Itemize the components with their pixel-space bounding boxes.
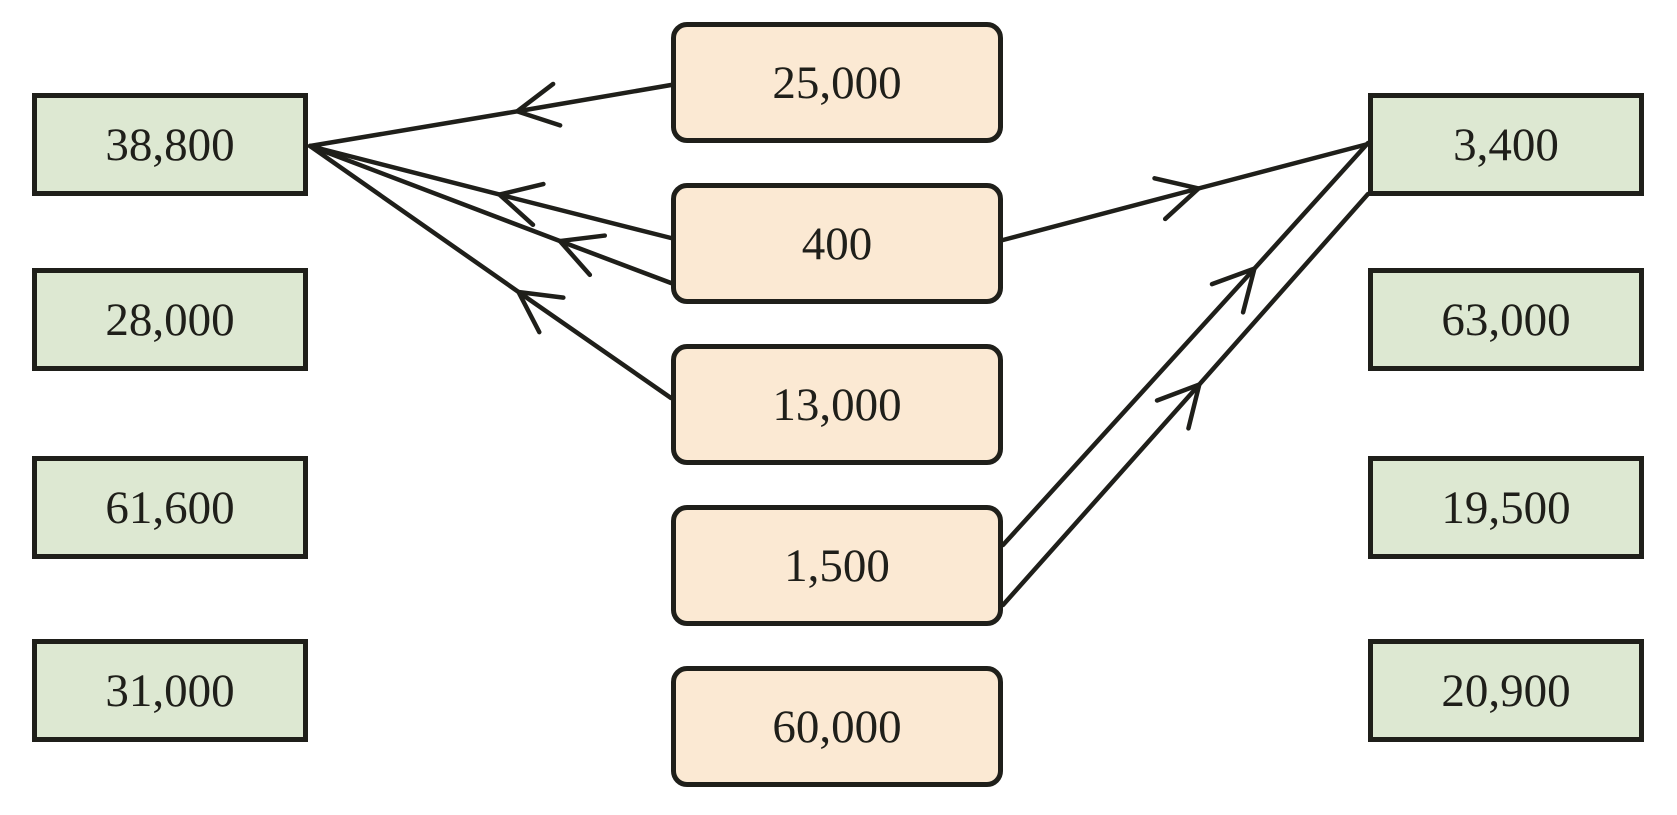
right-amount-box: 3,400	[1368, 93, 1644, 196]
middle-amount-box: 1,500	[671, 505, 1003, 626]
left-amount-box: 28,000	[32, 268, 308, 371]
arrow-400-to-38800-upper	[307, 143, 674, 241]
arrow-1500-to-3400-lower	[1000, 191, 1371, 608]
arrow-13000-to-38800	[307, 143, 674, 401]
middle-amount-box: 25,000	[671, 22, 1003, 143]
middle-amount-box: 13,000	[671, 344, 1003, 465]
right-amount-box: 63,000	[1368, 268, 1644, 371]
middle-amount-box: 60,000	[671, 666, 1003, 787]
arrow-400-to-38800-lower	[307, 143, 674, 286]
right-amount-box: 19,500	[1368, 456, 1644, 559]
right-amount-box: 20,900	[1368, 639, 1644, 742]
left-amount-box: 38,800	[32, 93, 308, 196]
arrow-400-to-3400	[1000, 141, 1371, 243]
middle-amount-box: 400	[671, 183, 1003, 304]
arrow-1500-to-3400-upper	[1000, 140, 1371, 548]
left-amount-box: 31,000	[32, 639, 308, 742]
left-amount-box: 61,600	[32, 456, 308, 559]
arrow-25000-to-38800	[307, 81, 674, 149]
